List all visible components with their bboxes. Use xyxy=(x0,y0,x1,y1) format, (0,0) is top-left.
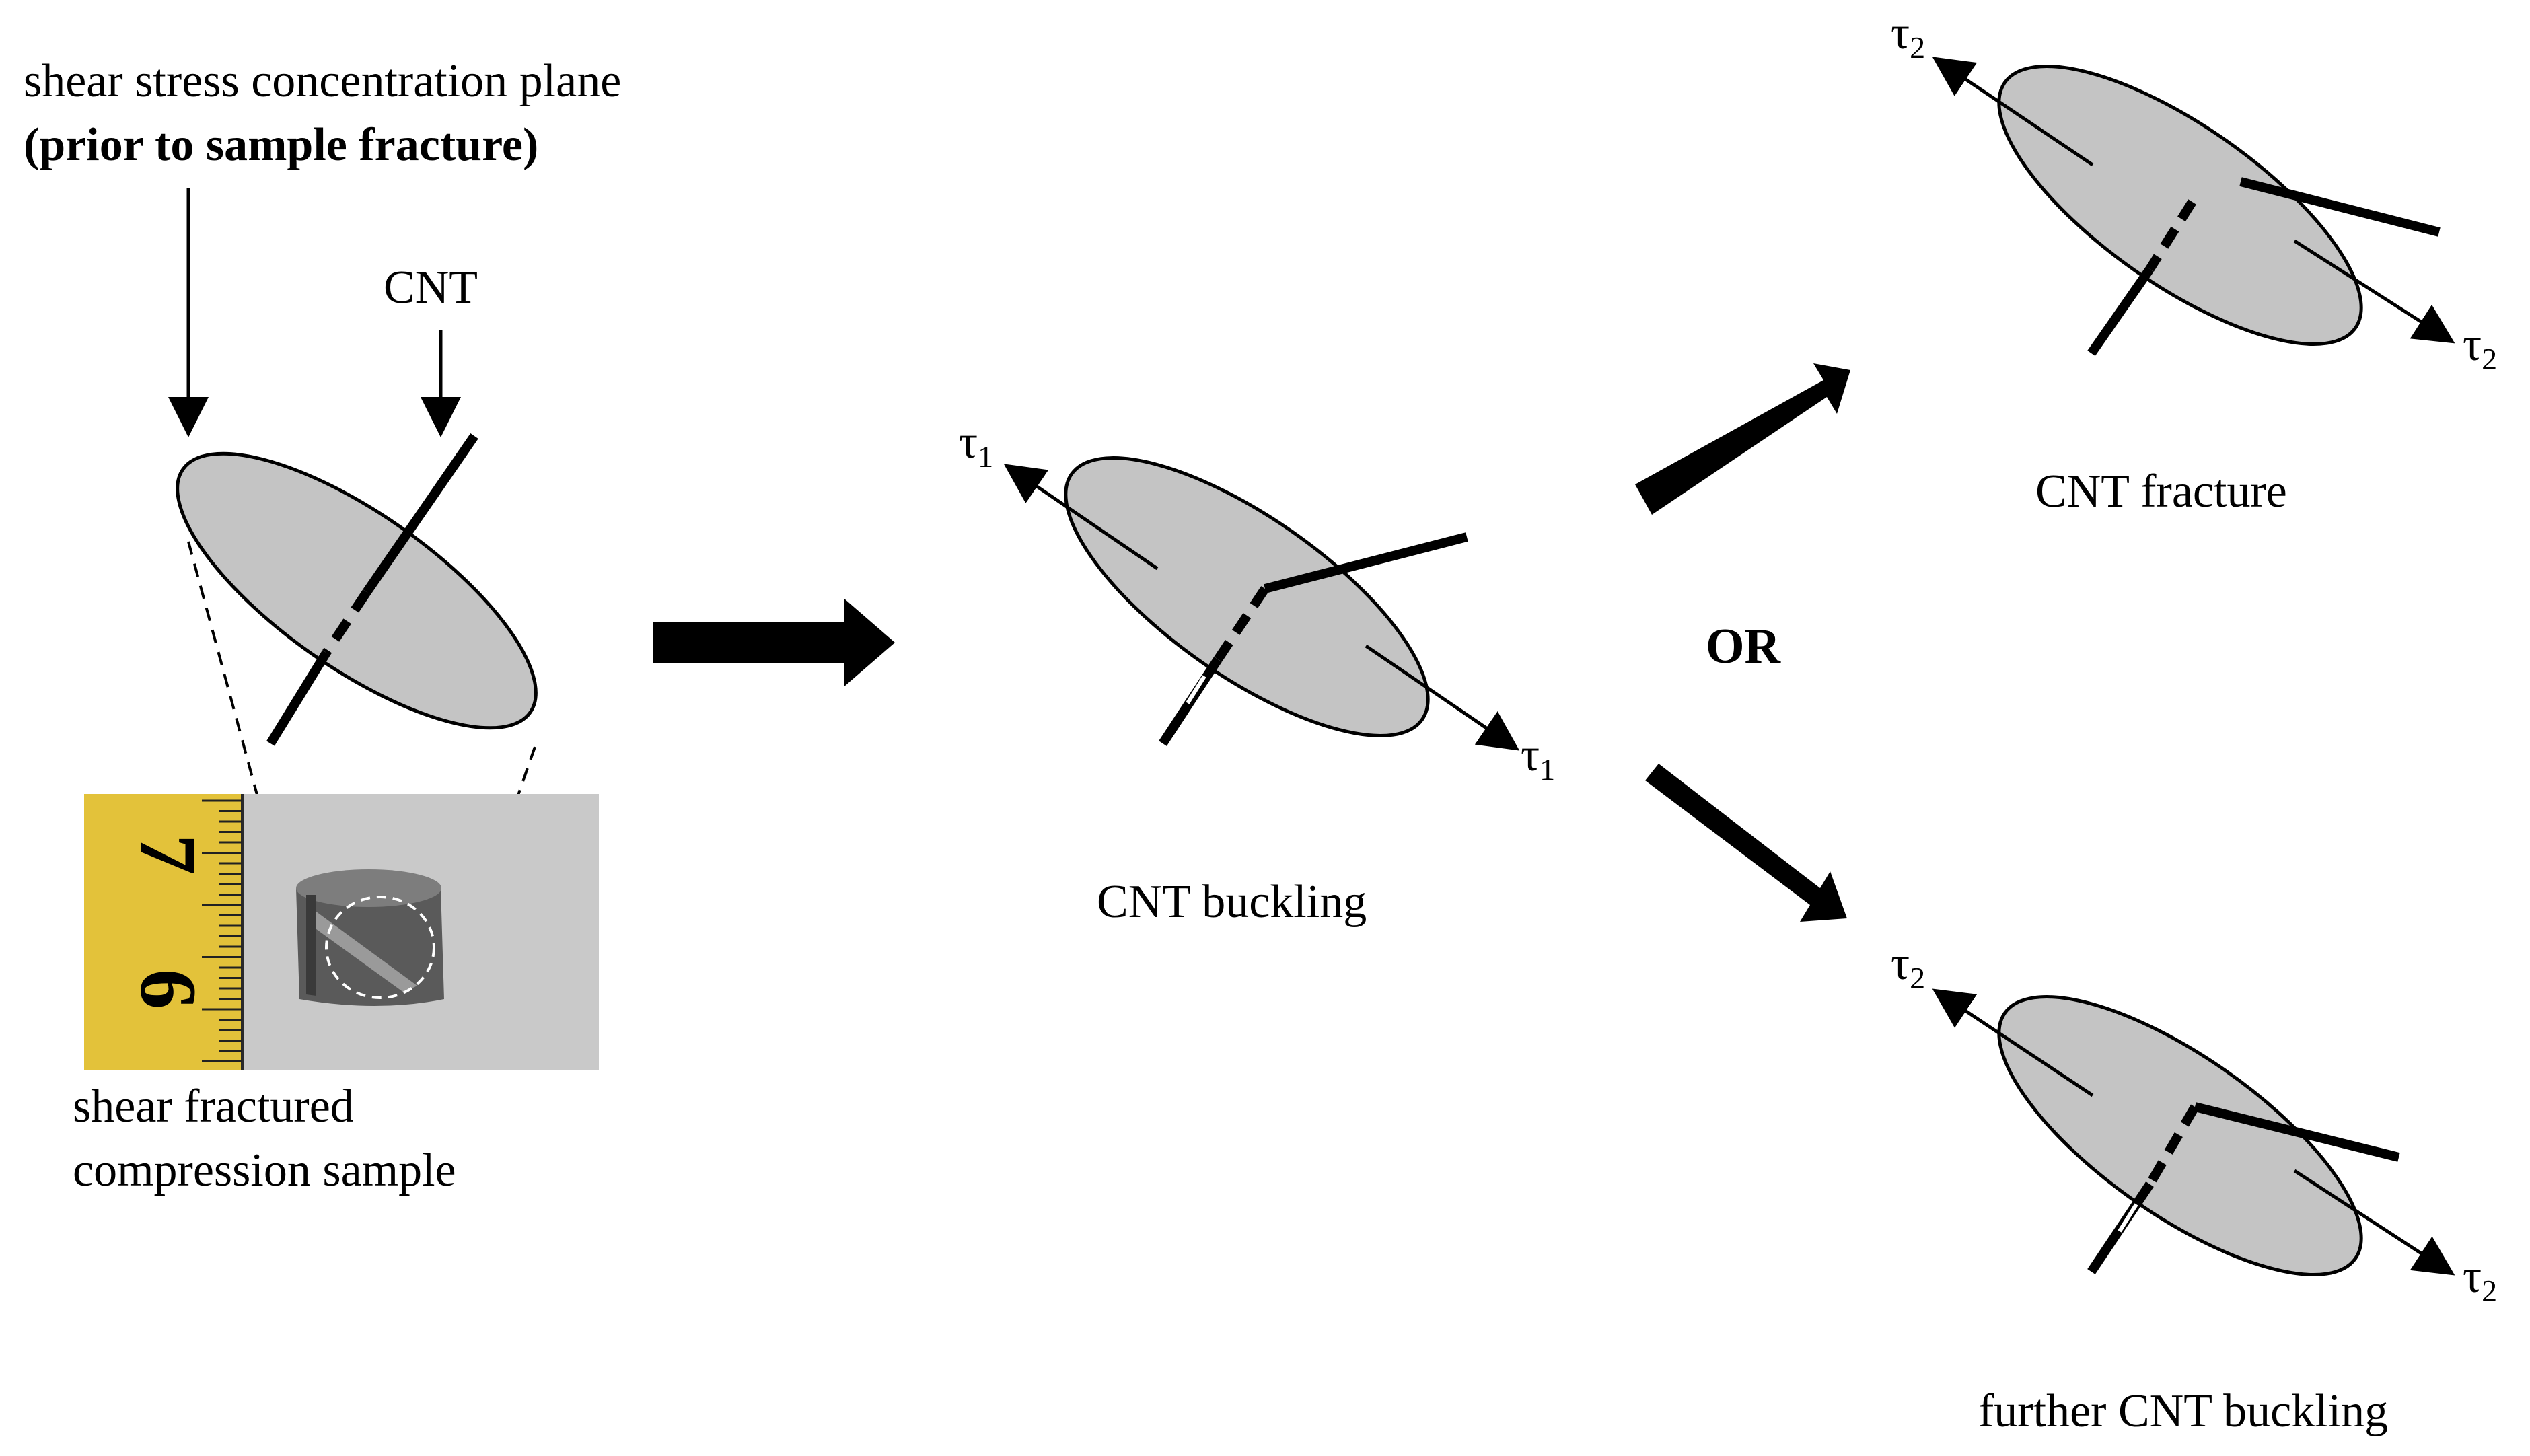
tau2-arrow-upper-fracture xyxy=(1932,57,2094,167)
ruler-digit-top: 7 xyxy=(124,834,213,875)
fracture-band xyxy=(306,912,417,992)
further-buckled-cnt-through-plane xyxy=(2145,1104,2200,1187)
sample-cylinder xyxy=(296,888,444,1006)
buckled-cnt-highlight xyxy=(1186,675,1206,704)
stage-fracture: τ2 τ2 CNT fracture xyxy=(1891,7,2497,517)
further-buckled-cnt-highlight xyxy=(2118,1203,2138,1233)
tau2-arrow-upper-buckling xyxy=(1932,988,2094,1097)
sample-shadow xyxy=(306,895,316,996)
shear-plane-ellipse xyxy=(176,451,538,730)
cnt-label: CNT xyxy=(384,262,478,314)
stage-further-buckling: τ2 τ2 further CNT buckling xyxy=(1891,938,2497,1437)
stage-buckling: τ1 τ1 CNT buckling xyxy=(959,416,1555,928)
sample-top-face xyxy=(296,869,441,907)
cnt-upper-segment xyxy=(363,433,478,595)
ruler-tape xyxy=(84,794,242,1070)
tau2-label-lower-buckling: τ2 xyxy=(2463,1251,2497,1308)
sample-photo: 7 6 shear fractured compression sample xyxy=(73,794,599,1196)
stage-initial: shear stress concentration plane (prior … xyxy=(24,55,621,980)
cnt-fracture-label: CNT fracture xyxy=(2035,466,2287,517)
tau2-arrow-lower-buckling xyxy=(2293,1169,2455,1276)
buckled-cnt-upper xyxy=(1264,532,1468,593)
tau1-arrow-lower xyxy=(1365,644,1520,751)
fractured-cnt-lower xyxy=(2087,266,2154,356)
branch-arrow-up xyxy=(1635,363,1850,515)
tau2-arrow-lower-fracture xyxy=(2293,239,2455,344)
buckling-plane-ellipse xyxy=(1064,456,1430,737)
further-cnt-buckling-label: further CNT buckling xyxy=(1978,1385,2388,1437)
fracture-plane-ellipse xyxy=(1997,65,2363,346)
tau2-label-upper-buckling: τ2 xyxy=(1891,938,1925,995)
cnt-buckling-label: CNT buckling xyxy=(1097,876,1367,928)
sample-label-line2: compression sample xyxy=(73,1144,456,1196)
fractured-cnt-through-plane xyxy=(2146,199,2196,272)
fracture-highlight-circle xyxy=(325,896,435,999)
buckled-cnt-through-plane xyxy=(1214,586,1269,662)
cnt-lower-segment xyxy=(266,650,330,746)
tau2-label-upper-fracture: τ2 xyxy=(1891,7,1925,65)
tau1-label-upper: τ1 xyxy=(959,416,993,474)
sample-label-line1: shear fractured xyxy=(73,1081,354,1132)
ruler-digit-bottom: 6 xyxy=(124,969,213,1009)
tau2-label-lower-fracture: τ2 xyxy=(2463,319,2497,376)
plane-label-line1: shear stress concentration plane xyxy=(24,55,621,107)
cnt-through-plane xyxy=(322,589,371,655)
process-arrow-right xyxy=(653,599,895,686)
or-label: OR xyxy=(1706,619,1782,674)
further-buckled-cnt-upper xyxy=(2194,1102,2400,1162)
fractured-cnt-piece xyxy=(2239,177,2441,237)
branch-arrow-down xyxy=(1645,764,1847,922)
plane-label-line2: (prior to sample fracture) xyxy=(24,119,538,171)
tau1-arrow-upper xyxy=(1003,464,1159,571)
ruler-ticks xyxy=(202,799,242,1062)
tau1-label-lower: τ1 xyxy=(1521,729,1555,787)
